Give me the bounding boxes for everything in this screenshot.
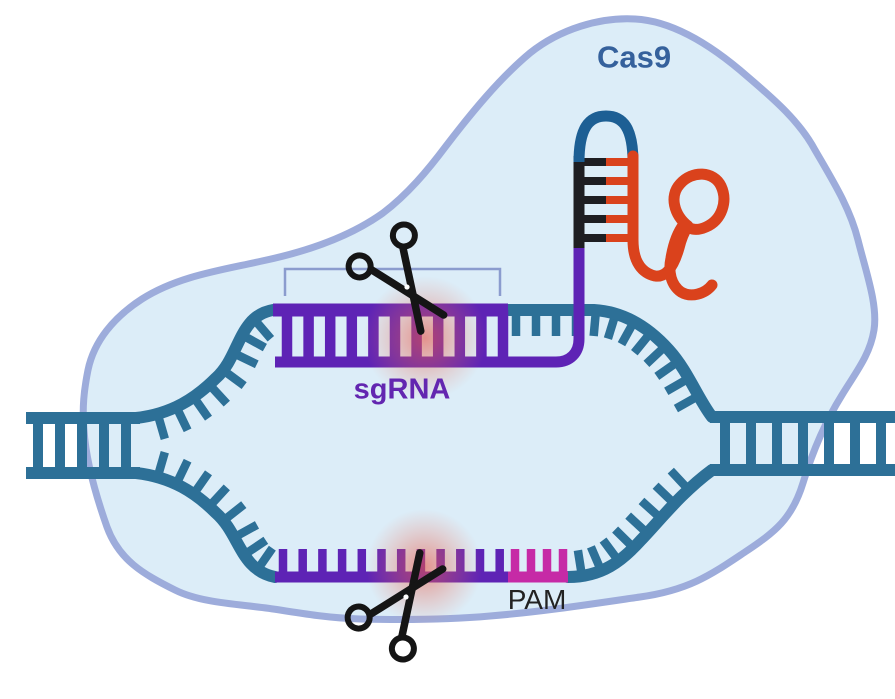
sgrna-scaffold	[573, 110, 730, 301]
dna-unwound-top-strand	[130, 304, 718, 441]
cut-site-glow-top	[363, 276, 487, 400]
dna-unwound-bottom-strand	[130, 450, 718, 583]
scaffold-loop	[627, 150, 730, 301]
target-region-bracket	[283, 267, 502, 296]
sgrna-spacer-strand	[275, 246, 585, 368]
dna-double-helix-right	[710, 411, 895, 476]
cas9-label: Cas9	[596, 39, 672, 75]
sgrna-label: sgRNA	[353, 373, 451, 406]
pam-label: PAM	[507, 584, 567, 615]
dna-double-helix-left	[26, 412, 140, 479]
scaffold-hairpin-cap	[573, 110, 639, 163]
